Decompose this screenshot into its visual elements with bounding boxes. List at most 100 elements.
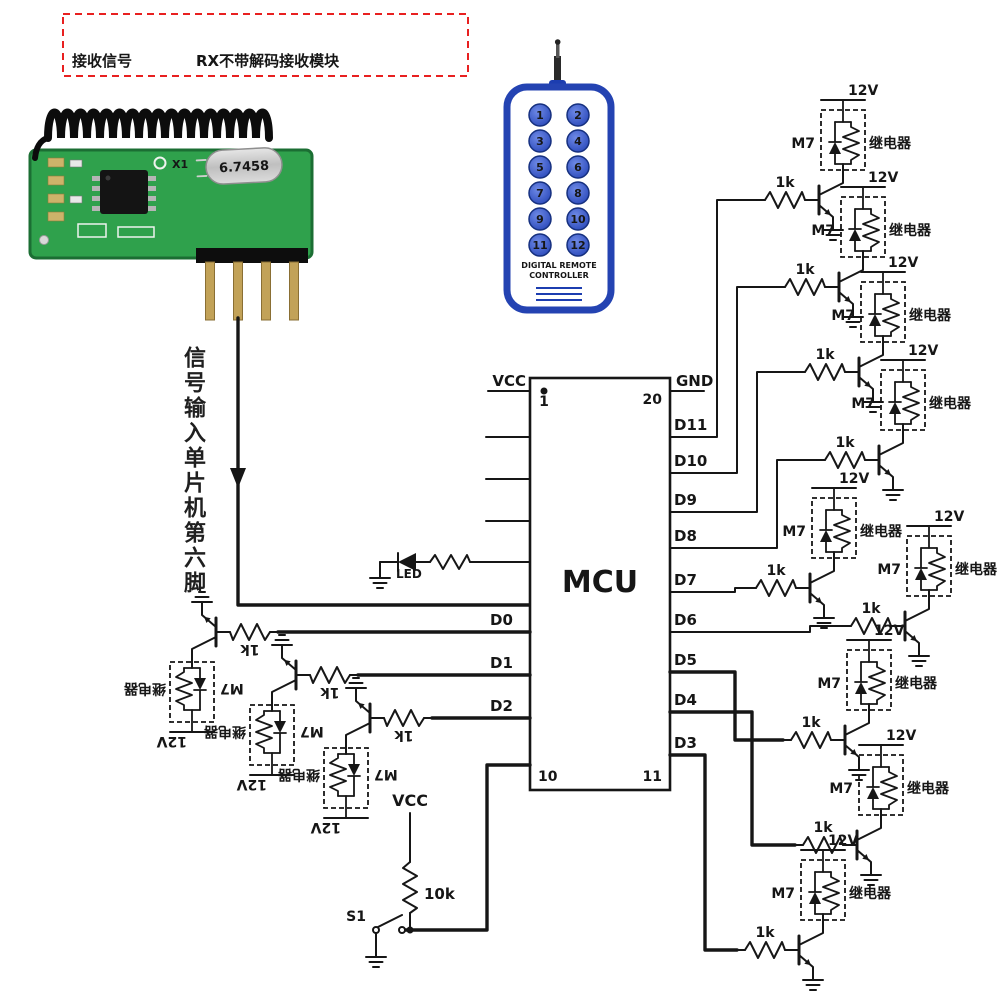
pin-label-d3: D3 bbox=[674, 734, 697, 752]
pin-label-d10: D10 bbox=[674, 452, 707, 470]
crystal-oscillator: 6.7458 bbox=[195, 147, 283, 185]
switch-lever bbox=[377, 914, 403, 928]
pin-label-d8: D8 bbox=[674, 527, 697, 545]
pin-label-d4: D4 bbox=[674, 691, 697, 709]
remote-button-label: 4 bbox=[574, 135, 582, 148]
wire-d8 bbox=[669, 459, 818, 549]
driver-circuit-d3 bbox=[735, 831, 894, 992]
driver-circuit-d2 bbox=[275, 676, 434, 837]
mcu-body bbox=[528, 376, 672, 792]
pullup-resistor bbox=[402, 861, 418, 914]
remote-button-label: 6 bbox=[574, 161, 582, 174]
driver-circuit-d0 bbox=[121, 590, 280, 751]
remote-button-4 bbox=[566, 129, 590, 153]
led-diode-icon bbox=[398, 553, 416, 571]
signal-wire bbox=[230, 316, 532, 607]
junction-dot bbox=[406, 926, 414, 934]
header-pins bbox=[196, 248, 308, 321]
remote-button-12 bbox=[566, 233, 590, 257]
driver-circuit-d5 bbox=[781, 621, 940, 782]
ic-chip bbox=[92, 170, 156, 214]
remote-button-label: 2 bbox=[574, 109, 582, 122]
remote-button-1 bbox=[528, 103, 552, 127]
remote-speaker-lines bbox=[536, 287, 582, 301]
remote-button-label: 5 bbox=[536, 161, 544, 174]
remote-button-5 bbox=[528, 155, 552, 179]
remote-antenna-icon bbox=[549, 39, 566, 90]
bottom-vcc-label: VCC bbox=[392, 791, 428, 810]
wire-d10 bbox=[669, 286, 778, 474]
wire-d5 bbox=[668, 670, 785, 742]
pin1-number: 1 bbox=[539, 394, 549, 410]
remote-button-label: 12 bbox=[570, 239, 585, 252]
wire-d6 bbox=[669, 625, 844, 633]
remote-button-9 bbox=[528, 207, 552, 231]
remote-button-label: 11 bbox=[532, 239, 547, 252]
pin10-number: 10 bbox=[538, 769, 558, 785]
remote-button-7 bbox=[528, 181, 552, 205]
remote-button-label: 3 bbox=[536, 135, 544, 148]
callout-box bbox=[62, 13, 469, 77]
led-ground-symbol bbox=[369, 561, 391, 589]
driver-circuit-d4 bbox=[793, 726, 952, 887]
mcu-left-stubs bbox=[485, 436, 531, 522]
mcu-label: MCU bbox=[562, 565, 638, 600]
mounting-hole-icon bbox=[153, 156, 167, 170]
remote-button-label: 9 bbox=[536, 213, 544, 226]
wire-d7 bbox=[669, 587, 749, 593]
wire-d3 bbox=[668, 753, 739, 952]
driver-wires bbox=[276, 199, 844, 952]
bottom-switch-branch: VCC 10k S1 bbox=[346, 763, 532, 968]
vertical-note: 信号输入单片机第六脚 bbox=[180, 346, 205, 596]
remote-buttons: 1 2 3 4 5 6 7 8 9 10 11 12 bbox=[528, 103, 590, 257]
switch-terminal bbox=[398, 926, 406, 934]
signal-arrow-icon bbox=[230, 468, 246, 488]
pin-label-d6: D6 bbox=[674, 611, 697, 629]
wire-d4 bbox=[668, 710, 797, 847]
switch-label: S1 bbox=[346, 909, 366, 925]
remote-button-label: 10 bbox=[570, 213, 586, 226]
remote-button-3 bbox=[528, 129, 552, 153]
mcu-vcc-label: VCC bbox=[492, 372, 526, 390]
remote-button-8 bbox=[566, 181, 590, 205]
board-mark-label: X1 bbox=[172, 158, 188, 171]
mcu-gnd-label: GND bbox=[676, 372, 713, 390]
pin-label-d2: D2 bbox=[490, 697, 513, 715]
antenna-coil-icon bbox=[44, 108, 273, 142]
pin20-number: 20 bbox=[643, 392, 663, 408]
remote-button-label: 7 bbox=[536, 187, 544, 200]
callout-receive-label: 接收信号 bbox=[72, 52, 132, 70]
remote-button-10 bbox=[566, 207, 590, 231]
pin-label-d1: D1 bbox=[490, 654, 513, 672]
pin-label-d7: D7 bbox=[674, 571, 697, 589]
led-branch: LED bbox=[369, 552, 531, 589]
remote-brand-line1: DIGITAL REMOTE bbox=[521, 261, 596, 270]
crystal-frequency-label: 6.7458 bbox=[219, 159, 270, 177]
pcb-components: X1 bbox=[39, 156, 188, 245]
pullup-resistor-label: 10k bbox=[424, 885, 456, 903]
led-resistor bbox=[429, 554, 471, 570]
pin1-dot bbox=[540, 387, 548, 395]
wire-d11 bbox=[669, 199, 758, 438]
led-label: LED bbox=[396, 567, 422, 581]
wire-d9 bbox=[669, 371, 798, 513]
remote-button-2 bbox=[566, 103, 590, 127]
mcu-block: MCU 1 20 10 11 VCC GND D11 D10 D9 D8 D7 … bbox=[485, 372, 713, 792]
switch-ground-symbol bbox=[365, 932, 387, 968]
driver-circuit-d9 bbox=[795, 253, 954, 414]
pin-label-d11: D11 bbox=[674, 416, 707, 434]
remote-button-11 bbox=[528, 233, 552, 257]
remote-button-label: 8 bbox=[574, 187, 582, 200]
remote-control: 1 2 3 4 5 6 7 8 9 10 11 12 DIGITAL REMOT… bbox=[503, 39, 615, 314]
pin-label-d5: D5 bbox=[674, 651, 697, 669]
receiver-module: X1 6.7458 bbox=[28, 108, 314, 321]
remote-button-6 bbox=[566, 155, 590, 179]
wire-pin10 bbox=[403, 763, 532, 932]
pin-label-d9: D9 bbox=[674, 491, 697, 509]
pin11-number: 11 bbox=[643, 769, 662, 785]
callout-rx-label: RX不带解码接收模块 bbox=[196, 52, 340, 70]
pin-label-d0: D0 bbox=[490, 611, 513, 629]
remote-button-label: 1 bbox=[536, 109, 544, 122]
remote-brand-line2: CONTROLLER bbox=[529, 271, 589, 280]
